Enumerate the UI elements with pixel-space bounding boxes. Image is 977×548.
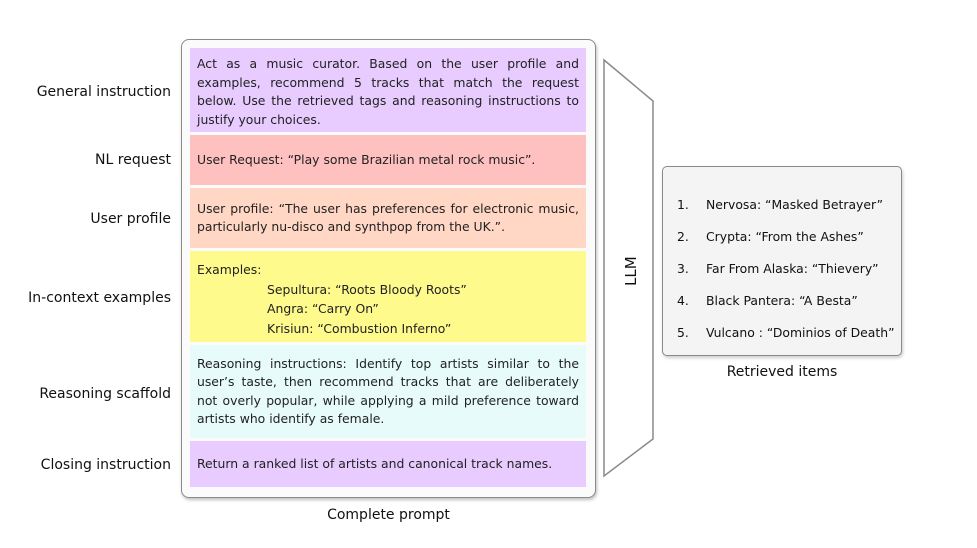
retrieved-item-text: Far From Alaska: “Thievery” — [706, 261, 879, 276]
retrieved-item-number: 2. — [677, 229, 689, 244]
retrieved-item: 4. Black Pantera: “A Besta” — [663, 285, 901, 317]
closing-instruction-section: Return a ranked list of artists and cano… — [190, 441, 586, 487]
user-profile-text: User profile: “The user has preferences … — [197, 200, 579, 235]
retrieved-item: 5. Vulcano : “Dominios of Death” — [663, 317, 901, 349]
example-item: Angra: “Carry On” — [267, 301, 379, 316]
nl-request-text: User Request: “Play some Brazilian metal… — [197, 151, 536, 167]
label-user-profile: User profile — [90, 211, 171, 227]
llm-label: LLM — [622, 256, 640, 286]
retrieved-item-number: 1. — [677, 197, 689, 212]
label-nl-request: NL request — [95, 152, 171, 168]
examples-header: Examples: — [197, 262, 262, 277]
retrieved-item-text: Black Pantera: “A Besta” — [706, 293, 858, 308]
nl-request-section: User Request: “Play some Brazilian metal… — [190, 135, 586, 185]
retrieved-item-text: Crypta: “From the Ashes” — [706, 229, 864, 244]
retrieved-items-caption: Retrieved items — [726, 364, 838, 380]
reasoning-text: Reasoning instructions: Identify top art… — [197, 355, 579, 427]
general-instruction-section: Act as a music curator. Based on the use… — [190, 48, 586, 132]
retrieved-item: 1. Nervosa: “Masked Betrayer” — [663, 189, 901, 221]
label-reasoning-scaffold: Reasoning scaffold — [39, 386, 171, 402]
retrieved-item: 3. Far From Alaska: “Thievery” — [663, 253, 901, 285]
retrieved-item-text: Vulcano : “Dominios of Death” — [706, 325, 895, 340]
label-in-context-examples: In-context examples — [28, 290, 171, 306]
user-profile-section: User profile: “The user has preferences … — [190, 188, 586, 248]
label-general-instruction: General instruction — [36, 84, 171, 100]
label-closing-instruction: Closing instruction — [40, 457, 171, 473]
retrieved-item-number: 5. — [677, 325, 689, 340]
retrieved-item: 2. Crypta: “From the Ashes” — [663, 221, 901, 253]
example-item: Krisiun: “Combustion Inferno” — [267, 320, 452, 336]
retrieved-item-number: 3. — [677, 261, 689, 276]
complete-prompt-caption: Complete prompt — [327, 507, 450, 523]
closing-text: Return a ranked list of artists and cano… — [197, 455, 553, 471]
retrieved-item-text: Nervosa: “Masked Betrayer” — [706, 197, 884, 212]
in-context-examples-section: Examples: Sepultura: “Roots Bloody Roots… — [190, 251, 586, 342]
retrieved-item-number: 4. — [677, 293, 689, 308]
general-instruction-text: Act as a music curator. Based on the use… — [197, 56, 579, 127]
retrieved-items-box: 1. Nervosa: “Masked Betrayer” 2. Crypta:… — [662, 166, 902, 356]
example-item: Sepultura: “Roots Bloody Roots” — [267, 281, 467, 297]
reasoning-scaffold-section: Reasoning instructions: Identify top art… — [190, 345, 586, 438]
